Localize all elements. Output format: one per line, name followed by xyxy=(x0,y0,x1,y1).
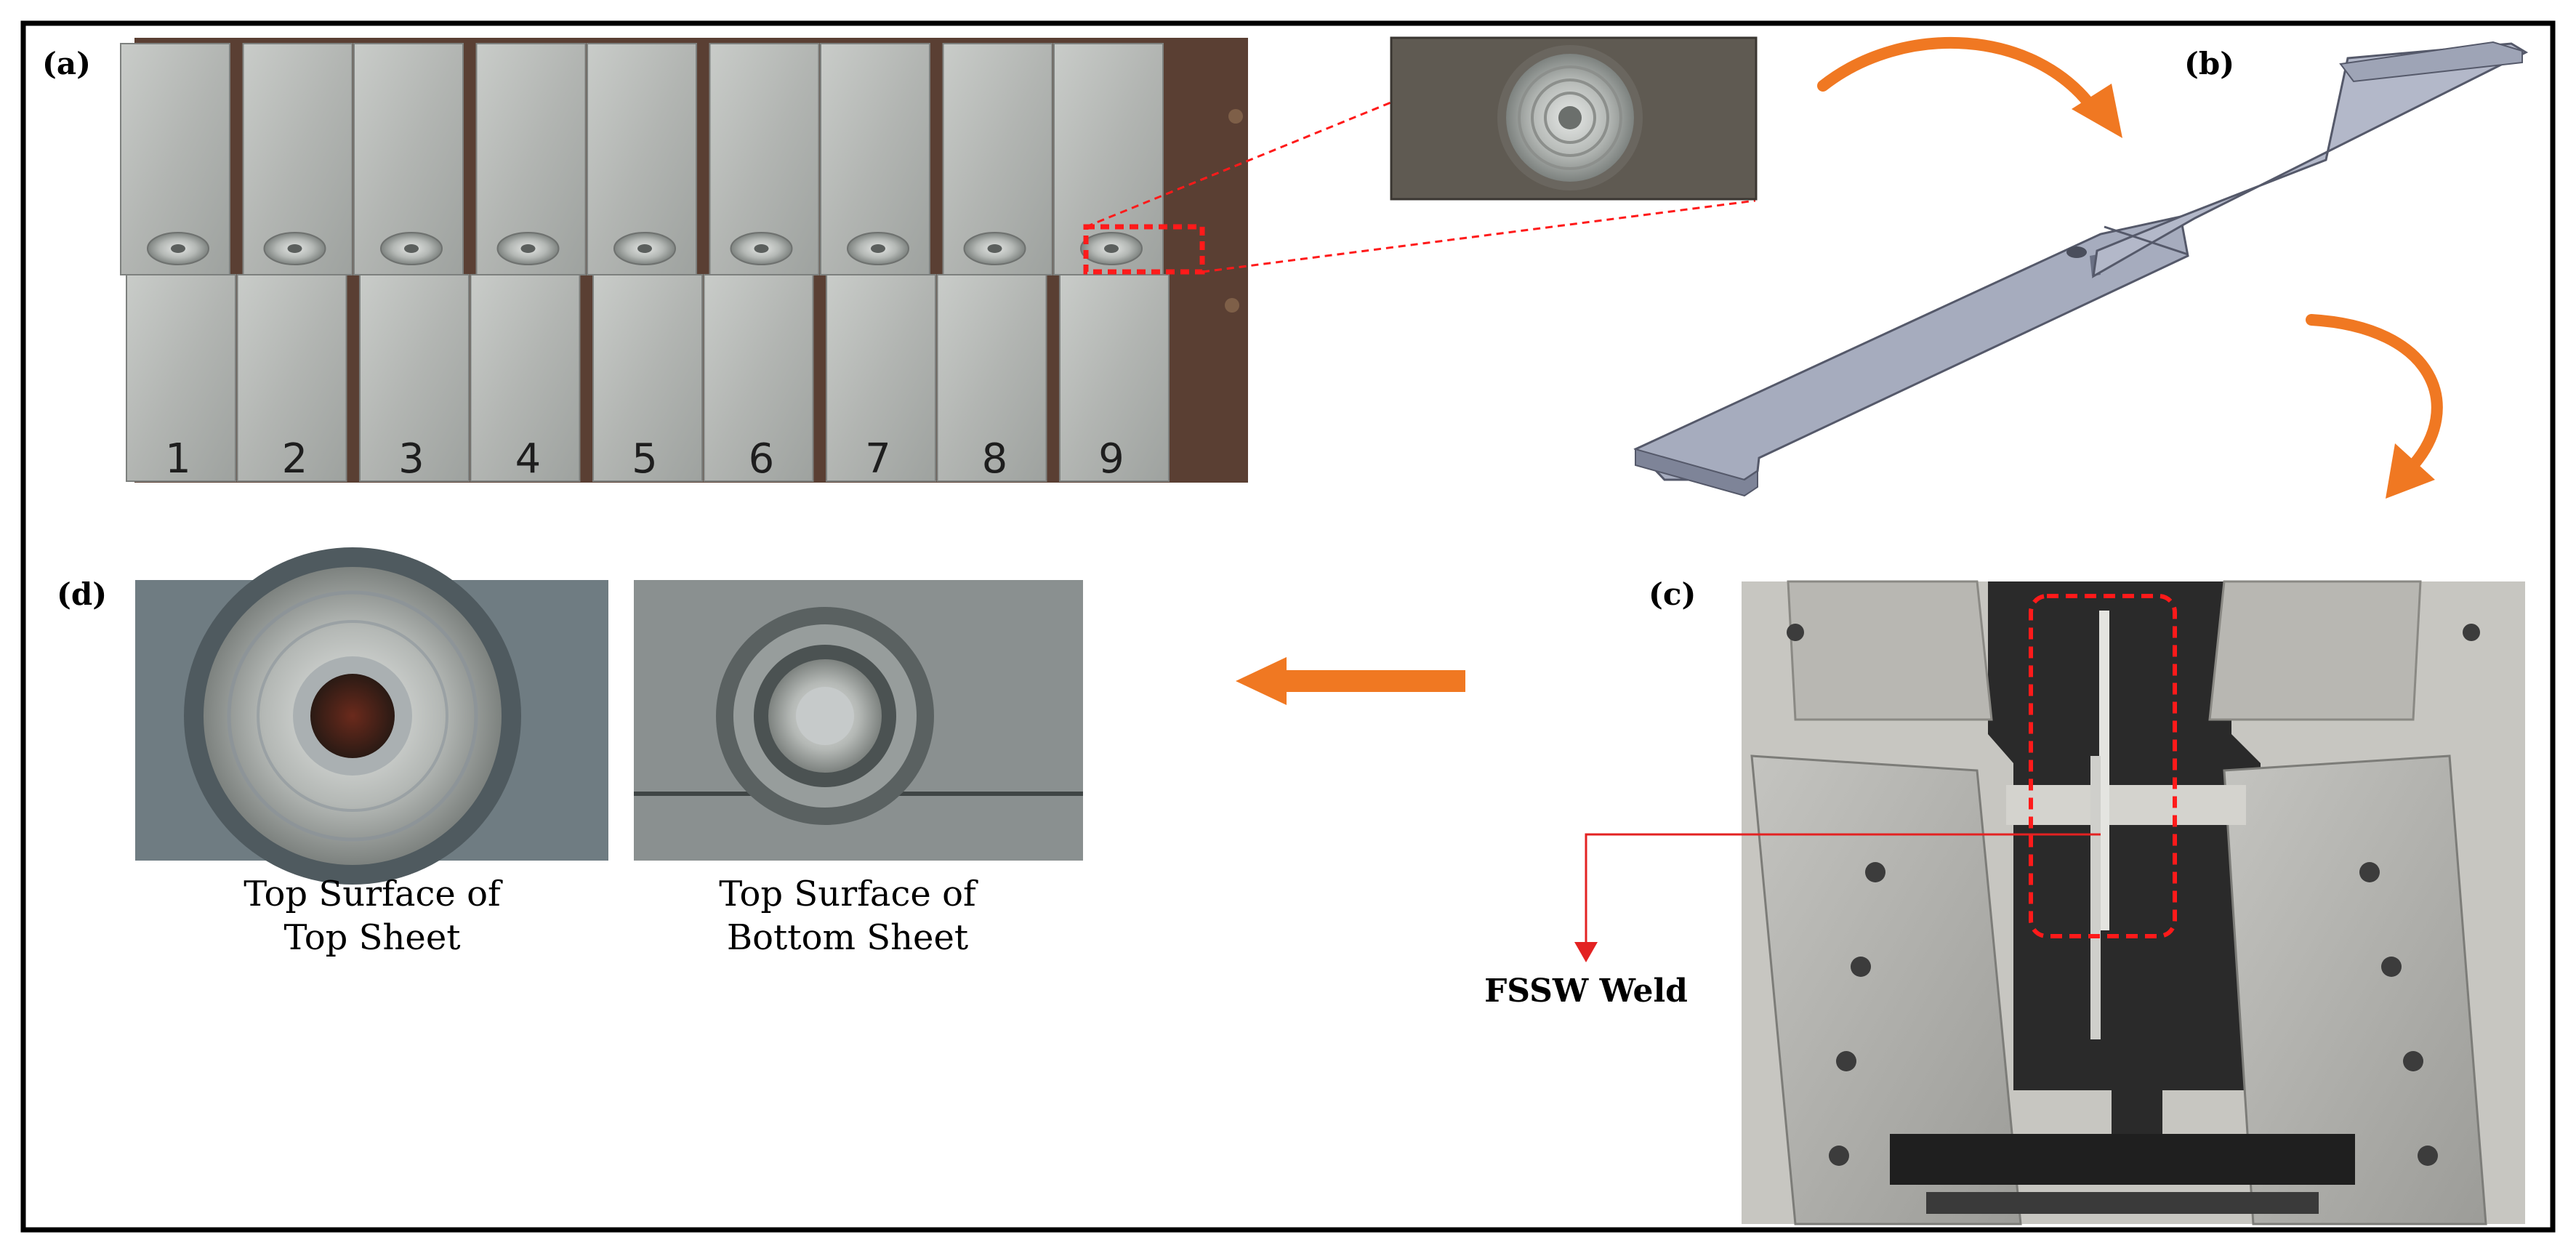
specimen-strips: 1 2 3 4 5 6 7 8 9 xyxy=(120,43,1170,483)
tensile-test-fixture-photo xyxy=(1742,580,2525,1225)
panel-c: (c) xyxy=(1484,576,2525,1225)
specimen-strip: 2 xyxy=(236,43,353,483)
specimen-strip: 7 xyxy=(820,43,936,483)
specimen-strip: 3 xyxy=(353,43,470,483)
zoom-guide-top xyxy=(1085,100,1393,228)
specimen-strip: 9 xyxy=(1053,43,1170,483)
test-weld-highlight-box xyxy=(2029,594,2177,938)
specimen-number: 1 xyxy=(165,435,191,483)
specimen-number: 6 xyxy=(749,435,775,483)
flow-arrow-a-to-b xyxy=(1817,36,2099,115)
specimen-strip: 4 xyxy=(470,43,587,483)
weld-annotation-label: FSSW Weld xyxy=(1484,973,1688,1010)
specimen-strip: 8 xyxy=(936,43,1053,483)
bottom-sheet-weld-photo xyxy=(634,580,1083,861)
caption-bottom-sheet-line2: Bottom Sheet xyxy=(727,917,968,958)
panel-c-label: (c) xyxy=(1649,576,1696,612)
flow-arrow-c-to-d-shaft xyxy=(1279,670,1465,692)
panel-d-label: (d) xyxy=(57,576,107,612)
panel-a-label: (a) xyxy=(42,46,91,81)
zoom-guide-bottom xyxy=(1202,199,1756,273)
top-sheet-weld-photo xyxy=(135,547,608,885)
specimen-strip: 6 xyxy=(703,43,820,483)
panel-b-label: (b) xyxy=(2184,46,2234,81)
flow-arrow-b-to-c-head xyxy=(2386,443,2435,499)
weld-zoom-photo xyxy=(1390,36,1758,201)
specimen-strip: 1 xyxy=(120,43,236,483)
caption-bottom-sheet-line1: Top Surface of xyxy=(719,874,978,914)
caption-top-sheet-line2: Top Sheet xyxy=(283,917,460,958)
flow-arrow-b-to-c xyxy=(2306,314,2443,471)
specimen-number: 8 xyxy=(982,435,1008,483)
specimen-number: 7 xyxy=(865,435,891,483)
flow-arrow-a-to-b-head xyxy=(2072,84,2122,138)
caption-top-sheet-line1: Top Surface of xyxy=(243,874,503,914)
specimen-strip: 5 xyxy=(587,43,703,483)
specimen-number: 9 xyxy=(1098,435,1124,483)
weld-pointer-line xyxy=(1585,833,2101,945)
panel-a: (a) 1 2 3 4 5 6 7 8 9 xyxy=(42,38,1248,483)
weld-highlight-box xyxy=(1083,224,1205,275)
specimen-number: 5 xyxy=(632,435,658,483)
panel-d: (d) Top Surface of Top Sheet Top Surface… xyxy=(57,547,1083,958)
specimen-number: 3 xyxy=(398,435,424,483)
panel-b: (b) xyxy=(1633,41,2529,497)
specimen-number: 4 xyxy=(515,435,542,483)
flow-arrow-c-to-d-head xyxy=(1236,657,1287,705)
specimens-photo: 1 2 3 4 5 6 7 8 9 xyxy=(120,38,1248,483)
lap-joint-cad-model xyxy=(1633,41,2529,497)
weld-pointer-arrowhead xyxy=(1574,942,1598,962)
specimen-number: 2 xyxy=(282,435,308,483)
